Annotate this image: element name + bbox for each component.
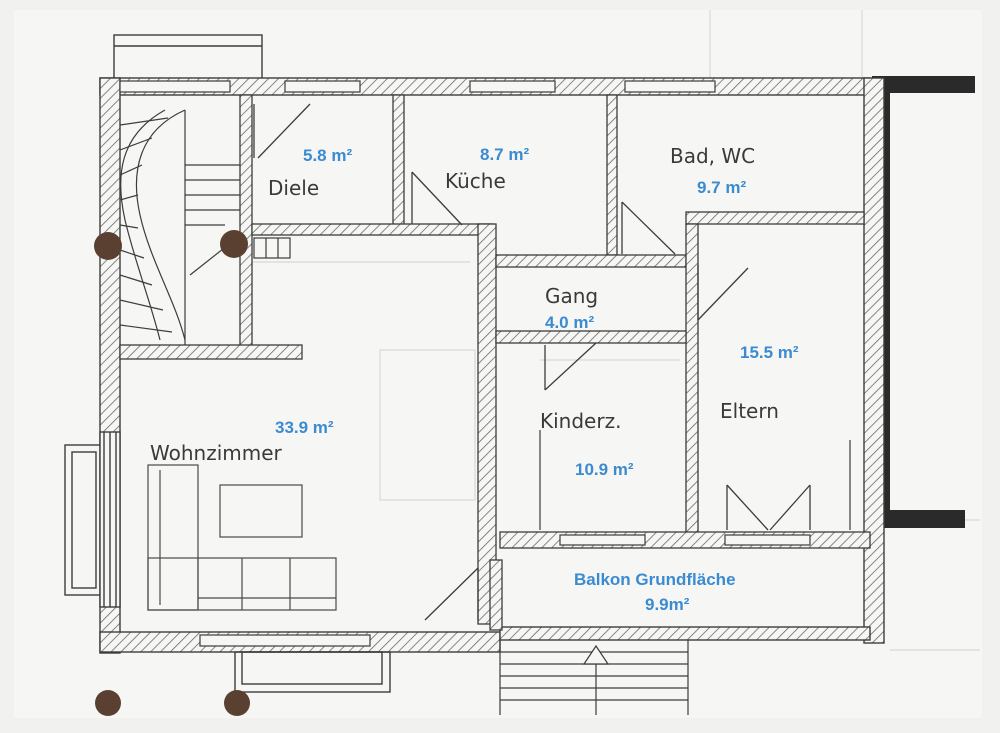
left-bay-window [64, 431, 121, 608]
room-label-wohnzimmer: Wohnzimmer [150, 441, 283, 465]
bottom-bay [234, 651, 391, 693]
area-gang: 4.0 m² [545, 313, 594, 332]
room-label-kueche: Küche [445, 169, 506, 193]
room-label-diele: Diele [268, 176, 319, 200]
room-label-gang: Gang [545, 284, 598, 308]
staircase [119, 109, 240, 345]
area-wohnzimmer: 33.9 m² [275, 418, 334, 437]
balkon-label: Balkon Grundfläche [574, 570, 736, 589]
area-bad: 9.7 m² [697, 178, 746, 197]
area-eltern: 15.5 m² [740, 343, 799, 362]
room-label-eltern: Eltern [720, 399, 779, 423]
area-diele: 5.8 m² [303, 146, 352, 165]
room-label-kinderz: Kinderz. [540, 409, 621, 433]
living-room-furniture [147, 464, 337, 611]
shaft [253, 237, 291, 259]
balcony-windows [199, 534, 811, 647]
wardrobe-line [539, 430, 851, 530]
area-kinderz: 10.9 m² [575, 460, 634, 479]
top-windows [119, 80, 716, 93]
area-kueche: 8.7 m² [480, 145, 529, 164]
punch-holes [94, 230, 250, 716]
room-label-bad: Bad, WC [670, 144, 755, 168]
interior-walls [119, 94, 871, 631]
area-balkon: 9.9m² [645, 595, 690, 614]
entrance-stairs [499, 640, 689, 715]
door-swings [253, 103, 811, 621]
